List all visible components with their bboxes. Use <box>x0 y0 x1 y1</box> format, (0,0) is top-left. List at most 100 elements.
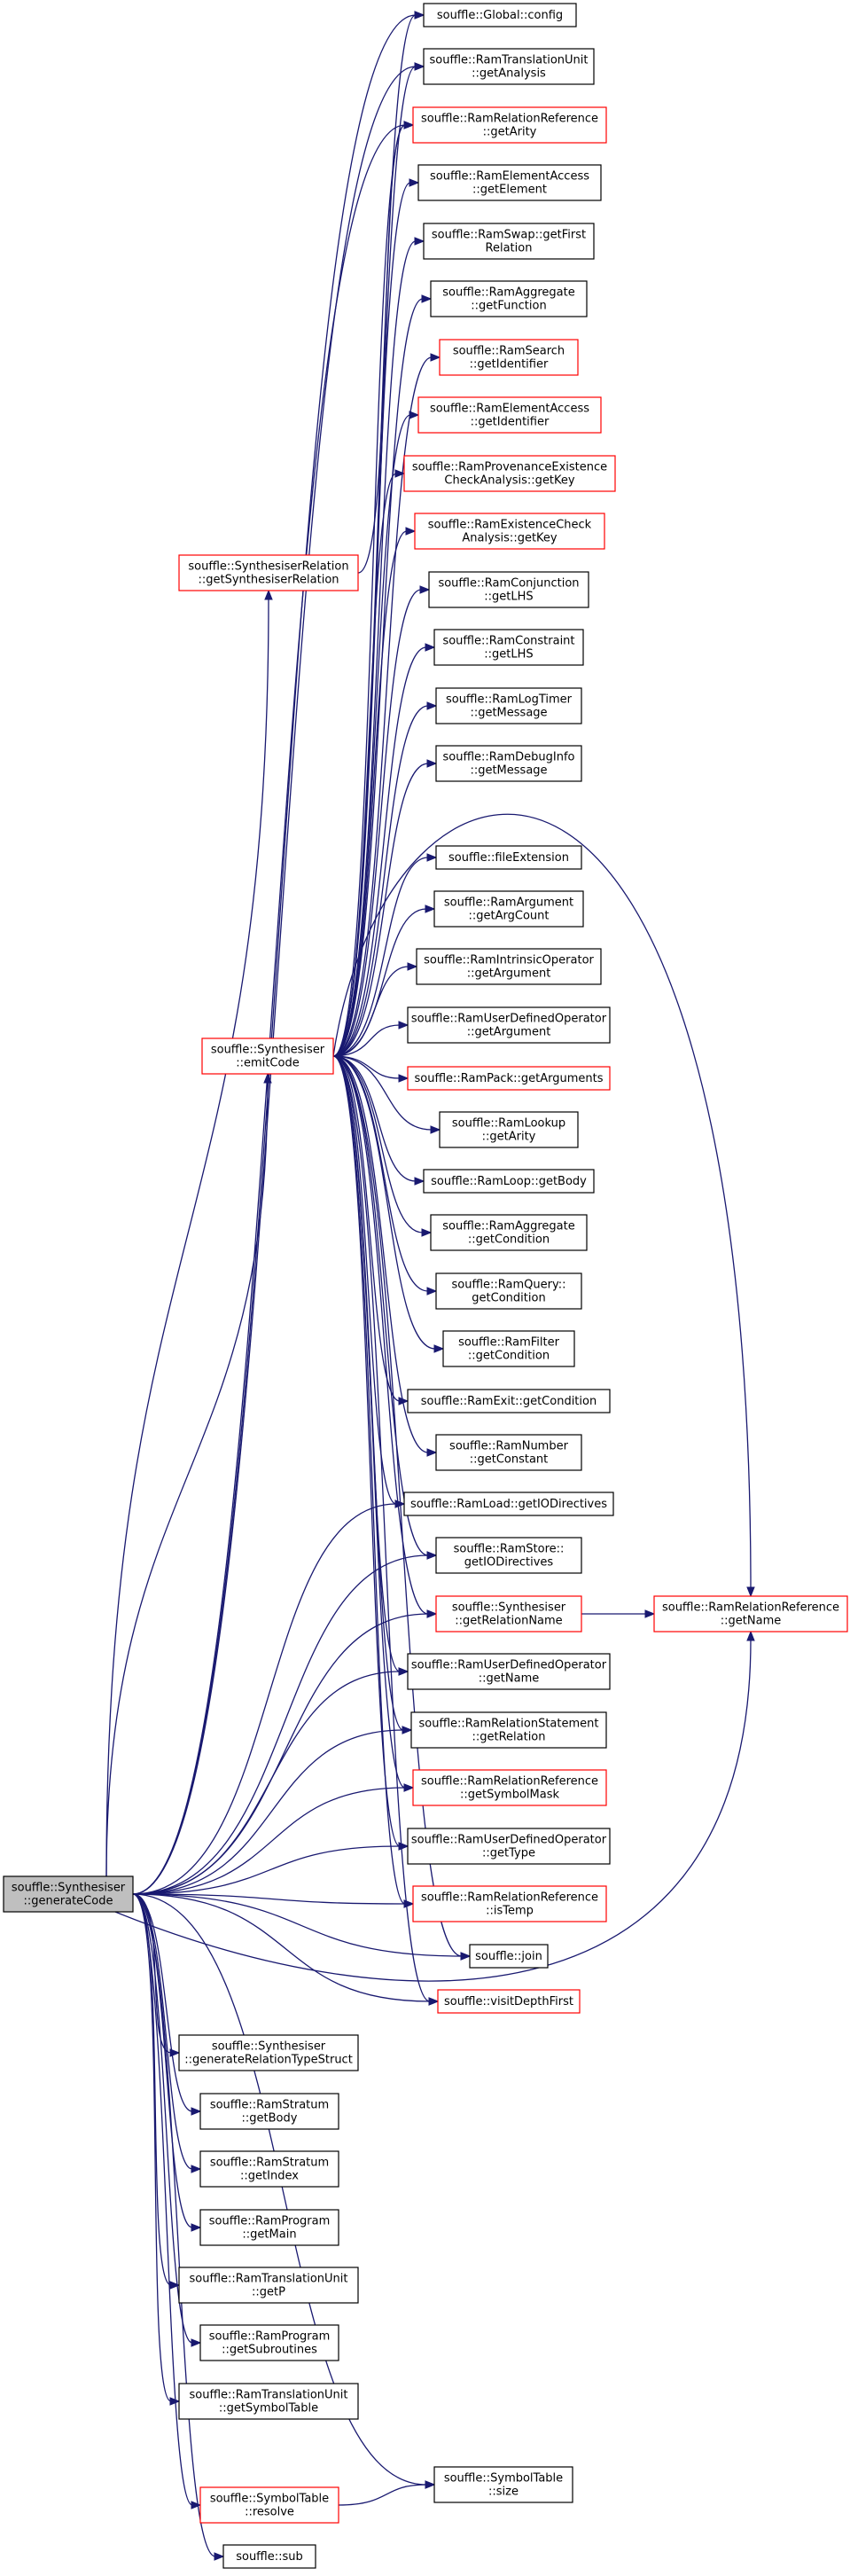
node-intrinsicArg[interactable]: souffle::RamIntrinsicOperator::getArgume… <box>416 948 602 985</box>
node-box <box>407 1066 611 1091</box>
edge-emitCode-to-loopBody <box>332 1055 425 1186</box>
node-label: souffle::RamNumber <box>449 1440 569 1453</box>
node-udoType[interactable]: souffle::RamUserDefinedOperator::getType <box>407 1828 611 1865</box>
edge-emitCode-to-fileExt <box>332 853 438 1057</box>
node-searchGetId[interactable]: souffle::RamSearch::getIdentifier <box>439 339 579 376</box>
node-label: ::getArgCount <box>469 910 550 923</box>
node-conjLHS[interactable]: souffle::RamConjunction::getLHS <box>428 571 589 608</box>
node-label: ::getAnalysis <box>472 67 546 81</box>
node-box <box>3 1875 134 1913</box>
edge-emitCode-to-rrSymMask <box>332 1055 415 1792</box>
node-label: souffle::RamUserDefinedOperator <box>411 1659 607 1672</box>
node-visitDF[interactable]: souffle::visitDepthFirst <box>437 1989 581 2014</box>
node-label: ::getRelation <box>472 1731 545 1744</box>
node-filterCond[interactable]: souffle::RamFilter::getCondition <box>442 1330 575 1367</box>
node-symResolve[interactable]: souffle::SymbolTable::resolve <box>199 2486 339 2524</box>
node-label: souffle::RamRelationReference <box>421 113 598 126</box>
node-genRelType[interactable]: souffle::Synthesiser::generateRelationTy… <box>178 2034 359 2071</box>
edge-emitCode-to-rrGetName <box>332 813 755 1598</box>
node-join[interactable]: souffle::join <box>469 1944 549 1969</box>
node-label: souffle::RamStratum <box>210 2157 329 2170</box>
edge-emitCode-to-aggCond <box>332 1055 433 1237</box>
node-label: souffle::RamTranslationUnit <box>190 2273 348 2286</box>
node-label: ::getRelationName <box>455 1615 562 1628</box>
node-box <box>435 1595 582 1633</box>
node-packArgs[interactable]: souffle::RamPack::getArguments <box>407 1066 611 1091</box>
node-aggGetFunction[interactable]: souffle::RamAggregate::getFunction <box>430 280 588 317</box>
node-rrGetArity[interactable]: souffle::RamRelationReference::getArity <box>412 106 607 144</box>
node-label: ::getName <box>721 1615 781 1628</box>
node-label: ::getSubroutines <box>222 2344 317 2357</box>
node-argCount[interactable]: souffle::RamArgument::getArgCount <box>433 890 584 928</box>
node-label: souffle::RamElementAccess <box>430 170 589 184</box>
node-label: souffle::sub <box>236 2550 303 2564</box>
node-aggCond[interactable]: souffle::RamAggregate::getCondition <box>430 1214 588 1251</box>
node-stratumBody[interactable]: souffle::RamStratum::getBody <box>199 2093 339 2130</box>
node-getSynthRel[interactable]: souffle::SynthesiserRelation::getSynthes… <box>178 554 359 591</box>
node-rrIsTemp[interactable]: souffle::RamRelationReference::isTemp <box>412 1885 607 1922</box>
node-label: ::getArgument <box>467 967 551 981</box>
node-storeIO[interactable]: souffle::RamStore::getIODirectives <box>435 1537 582 1574</box>
node-eaGetId[interactable]: souffle::RamElementAccess::getIdentifier <box>417 396 602 434</box>
node-udoArg[interactable]: souffle::RamUserDefinedOperator::getArgu… <box>407 1006 611 1044</box>
node-exitCond[interactable]: souffle::RamExit::getCondition <box>407 1389 611 1413</box>
edge-symResolve-to-symSize <box>338 2480 436 2506</box>
node-udoName[interactable]: souffle::RamUserDefinedOperator::getName <box>407 1653 611 1690</box>
node-label: souffle::Synthesiser <box>12 1882 126 1895</box>
node-tuGetP[interactable]: souffle::RamTranslationUnit::getP <box>178 2267 359 2304</box>
node-getAnalysis[interactable]: souffle::RamTranslationUnit::getAnalysis <box>423 48 595 85</box>
edge-generateCode-to-stratumBody <box>132 1893 202 2116</box>
edge-generateCode-to-tuSymTable <box>132 1893 181 2406</box>
node-synthRelName[interactable]: souffle::Synthesiser::getRelationName <box>435 1595 582 1633</box>
node-eaGetElement[interactable]: souffle::RamElementAccess::getElement <box>417 164 602 201</box>
node-box <box>199 2209 339 2246</box>
node-provGetKey[interactable]: souffle::RamProvenanceExistenceCheckAnal… <box>403 455 616 492</box>
node-label: ::getLHS <box>484 591 533 604</box>
node-progSubs[interactable]: souffle::RamProgram::getSubroutines <box>199 2324 339 2361</box>
node-lookupArity[interactable]: souffle::RamLookup::getArity <box>439 1111 579 1148</box>
node-box <box>439 339 579 376</box>
edge-emitCode-to-logTimerMsg <box>332 701 438 1057</box>
node-box <box>416 948 602 985</box>
node-config[interactable]: souffle::Global::config <box>423 3 577 27</box>
node-progMain[interactable]: souffle::RamProgram::getMain <box>199 2209 339 2246</box>
node-box <box>407 1828 611 1865</box>
node-existGetKey[interactable]: souffle::RamExistenceCheckAnalysis::getK… <box>414 513 605 550</box>
node-relStmtRel[interactable]: souffle::RamRelationStatement::getRelati… <box>410 1711 607 1749</box>
node-label: souffle::Synthesiser <box>212 2040 326 2054</box>
node-debugMsg[interactable]: souffle::RamDebugInfo::getMessage <box>435 745 582 782</box>
edge-emitCode-to-filterCond <box>332 1055 445 1353</box>
node-label: ::getIndex <box>240 2170 299 2183</box>
node-label: souffle::RamRelationStatement <box>418 1718 598 1731</box>
node-emitCode[interactable]: souffle::Synthesiser::emitCode <box>201 1037 334 1075</box>
node-label: ::getSymbolMask <box>460 1789 559 1802</box>
node-box <box>178 2034 359 2071</box>
node-constrLHS[interactable]: souffle::RamConstraint::getLHS <box>433 629 584 666</box>
node-rrSymMask[interactable]: souffle::RamRelationReference::getSymbol… <box>412 1769 607 1806</box>
node-loopBody[interactable]: souffle::RamLoop::getBody <box>423 1169 595 1194</box>
node-logTimerMsg[interactable]: souffle::RamLogTimer::getMessage <box>435 687 582 724</box>
edge-generateCode-to-getAnalysis <box>132 62 425 1895</box>
node-fileExt[interactable]: souffle::fileExtension <box>435 845 582 870</box>
node-symSize[interactable]: souffle::SymbolTable::size <box>433 2466 573 2503</box>
node-label: getCondition <box>472 1292 545 1305</box>
node-tuSymTable[interactable]: souffle::RamTranslationUnit::getSymbolTa… <box>178 2383 359 2420</box>
edge-generateCode-to-rrIsTemp <box>132 1893 415 1908</box>
node-stratumIndex[interactable]: souffle::RamStratum::getIndex <box>199 2150 339 2188</box>
edge-emitCode-to-eaGetId <box>332 411 420 1057</box>
edge-emitCode-to-visitDF <box>332 1055 440 2006</box>
node-sub[interactable]: souffle::sub <box>222 2544 316 2569</box>
node-box <box>430 1214 588 1251</box>
node-label: souffle::RamFilter <box>458 1336 560 1350</box>
node-label: ::generateRelationTypeStruct <box>184 2054 353 2067</box>
node-label: souffle::RamSwap::getFirst <box>432 229 586 242</box>
node-label: souffle::RamRelationReference <box>662 1601 839 1615</box>
edge-generateCode-to-udoName <box>132 1667 409 1895</box>
node-queryCond[interactable]: souffle::RamQuery::getCondition <box>435 1272 582 1310</box>
edge-emitCode-to-swapGetFirst <box>332 237 425 1057</box>
node-numConst[interactable]: souffle::RamNumber::getConstant <box>435 1434 582 1471</box>
node-loadIO[interactable]: souffle::RamLoad::getIODirectives <box>403 1492 614 1516</box>
node-rrGetName[interactable]: souffle::RamRelationReference::getName <box>653 1595 848 1633</box>
